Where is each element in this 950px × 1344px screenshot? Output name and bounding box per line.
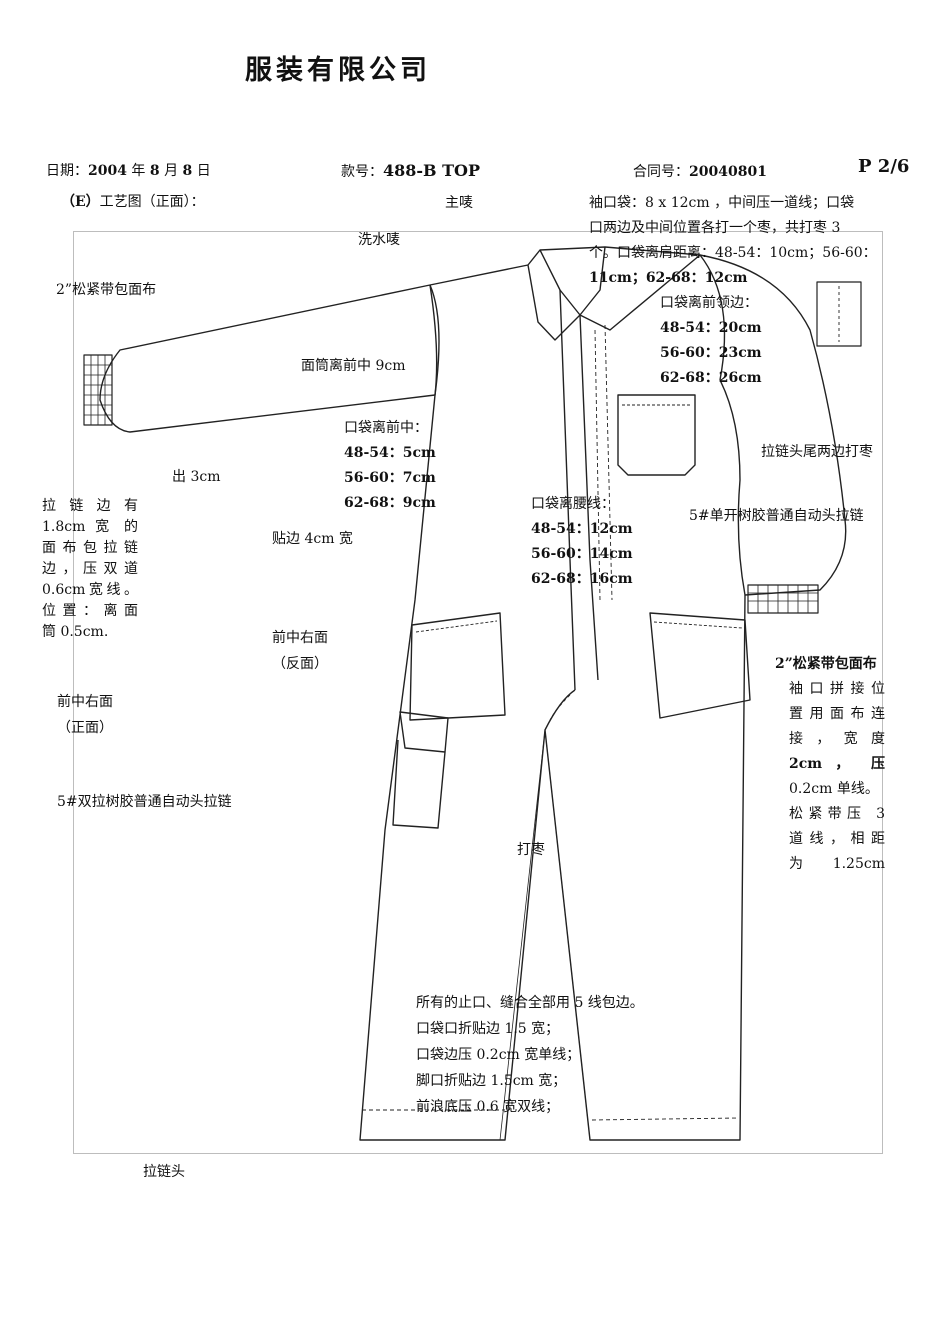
- date-year-suffix: 年: [126, 163, 150, 179]
- pocket-collar-size: 56-60：23cm: [660, 345, 762, 361]
- cuff-line: 2”松紧带包面布: [775, 656, 877, 672]
- sleeve-pocket-line: 11cm；62-68：12cm: [589, 270, 748, 286]
- zipper-head-note: 拉链头: [143, 1164, 185, 1180]
- front-right-front-title: 前中右面: [57, 694, 113, 710]
- pocket-front-size: 48-54：5cm: [344, 445, 436, 461]
- contract-number-field: 合同号：20040801: [633, 160, 767, 185]
- pocket-waist-size: 62-68：16cm: [531, 571, 633, 587]
- date-day: 8: [182, 163, 193, 179]
- date-month-suffix: 月: [159, 163, 183, 179]
- out-3cm-note: 出 3cm: [172, 469, 221, 485]
- cuff-line: 道线，相距: [789, 831, 885, 847]
- date-year: 2004: [88, 163, 127, 179]
- contract-value: 20040801: [689, 164, 767, 180]
- general-note-line: 前浪底压 0.6 宽双线；: [416, 1099, 560, 1115]
- contract-label: 合同号：: [633, 164, 689, 180]
- cuff-line: 置用面布连: [789, 706, 885, 722]
- date-field: 日期：2004 年 8 月 8 日: [46, 159, 211, 184]
- cuff-line: 袖口拼接位: [789, 681, 885, 697]
- zip-edge-line: 边，压双道: [42, 561, 138, 577]
- bartack-note: 打枣: [517, 842, 545, 858]
- sleeve-pocket-line: 口两边及中间位置各打一个枣，共打枣 3: [589, 220, 841, 236]
- pocket-from-collar-note: 口袋离前领边： 48-54：20cm 56-60：23cm 62-68：26cm: [660, 291, 762, 391]
- section-heading: （E）工艺图（正面）：: [61, 190, 205, 215]
- date-month: 8: [149, 163, 160, 179]
- section-label: 工艺图（正面）：: [99, 194, 205, 210]
- general-note-line: 口袋边压 0.2cm 宽单线；: [416, 1047, 581, 1063]
- front-right-front-subtitle: （正面）: [57, 720, 113, 736]
- section-prefix: （E）: [61, 194, 100, 210]
- date-label: 日期：: [46, 163, 88, 179]
- zipper-end-bartack-note: 拉链头尾两边打枣: [761, 444, 873, 460]
- cuff-line: 0.2cm 单线。: [789, 781, 879, 797]
- single-zipper-note: 5#单开树胶普通自动头拉链: [689, 508, 864, 524]
- pocket-front-size: 56-60：7cm: [344, 470, 436, 486]
- general-note-line: 脚口折贴边 1.5cm 宽；: [416, 1073, 567, 1089]
- zip-edge-line: 1.8cm 宽 的: [42, 519, 138, 535]
- pocket-collar-heading: 口袋离前领边：: [660, 295, 758, 311]
- front-right-back-title: 前中右面: [272, 630, 328, 646]
- drawing-frame: [73, 231, 883, 1154]
- cuff-line: 松紧带压 3: [789, 806, 885, 822]
- zip-edge-note: 拉 链 边 有 1.8cm 宽 的 面布包拉链 边，压双道 0.6cm宽线。 位…: [42, 496, 138, 643]
- pocket-collar-size: 62-68：26cm: [660, 370, 762, 386]
- pocket-from-front-note: 口袋离前中： 48-54：5cm 56-60：7cm 62-68：9cm: [344, 416, 436, 516]
- cuff-note: 2”松紧带包面布 袖口拼接位 置用面布连 接 ， 宽 度 2cm ， 压 0.2…: [775, 652, 885, 877]
- zip-edge-line: 位置：离面: [42, 603, 138, 619]
- style-value: 488-B TOP: [383, 161, 481, 180]
- wash-label-note: 洗水唛: [358, 232, 400, 248]
- style-label: 款号：: [341, 164, 383, 180]
- sleeve-pocket-note: 袖口袋：8 x 12cm ，中间压一道线；口袋 口两边及中间位置各打一个枣，共打…: [589, 191, 877, 291]
- pocket-waist-size: 48-54：12cm: [531, 521, 633, 537]
- zip-edge-line: 筒 0.5cm.: [42, 624, 109, 640]
- pocket-front-size: 62-68：9cm: [344, 495, 436, 511]
- pocket-waist-heading: 口袋离腰线：: [531, 496, 615, 512]
- zip-edge-line: 面布包拉链: [42, 540, 138, 556]
- cuff-line: 为 1.25cm: [789, 856, 885, 872]
- main-label-note: 主唛: [445, 195, 473, 211]
- pocket-front-heading: 口袋离前中：: [344, 420, 428, 436]
- zip-edge-line: 拉 链 边 有: [42, 498, 138, 514]
- cuff-line: 接 ， 宽 度: [789, 731, 885, 747]
- company-title: 服装有限公司: [245, 55, 431, 86]
- pocket-from-waist-note: 口袋离腰线： 48-54：12cm 56-60：14cm 62-68：16cm: [531, 492, 633, 592]
- pocket-waist-size: 56-60：14cm: [531, 546, 633, 562]
- elastic-top-note: 2”松紧带包面布: [56, 282, 157, 298]
- front-right-back-subtitle: （反面）: [272, 656, 328, 672]
- tube-distance-note: 面筒离前中 9cm: [301, 358, 406, 374]
- general-note-line: 所有的止口、缝合全部用 5 线包边。: [416, 995, 644, 1011]
- page-number: P 2/6: [858, 156, 910, 177]
- sleeve-pocket-line: 个。口袋离肩距离：48-54：10cm；56-60：: [589, 245, 877, 261]
- pocket-collar-size: 48-54：20cm: [660, 320, 762, 336]
- style-number-field: 款号：488-B TOP: [341, 158, 480, 185]
- general-note-line: 口袋口折贴边 1.5 宽；: [416, 1021, 560, 1037]
- date-day-suffix: 日: [192, 163, 211, 179]
- general-notes: 所有的止口、缝合全部用 5 线包边。 口袋口折贴边 1.5 宽； 口袋边压 0.…: [416, 990, 644, 1120]
- zip-edge-line: 0.6cm宽线。: [42, 582, 138, 598]
- cuff-line: 2cm ， 压: [789, 756, 885, 772]
- double-zipper-note: 5#双拉树胶普通自动头拉链: [57, 794, 232, 810]
- sleeve-pocket-line: 袖口袋：8 x 12cm ，中间压一道线；口袋: [589, 195, 855, 211]
- facing-note: 贴边 4cm 宽: [272, 531, 353, 547]
